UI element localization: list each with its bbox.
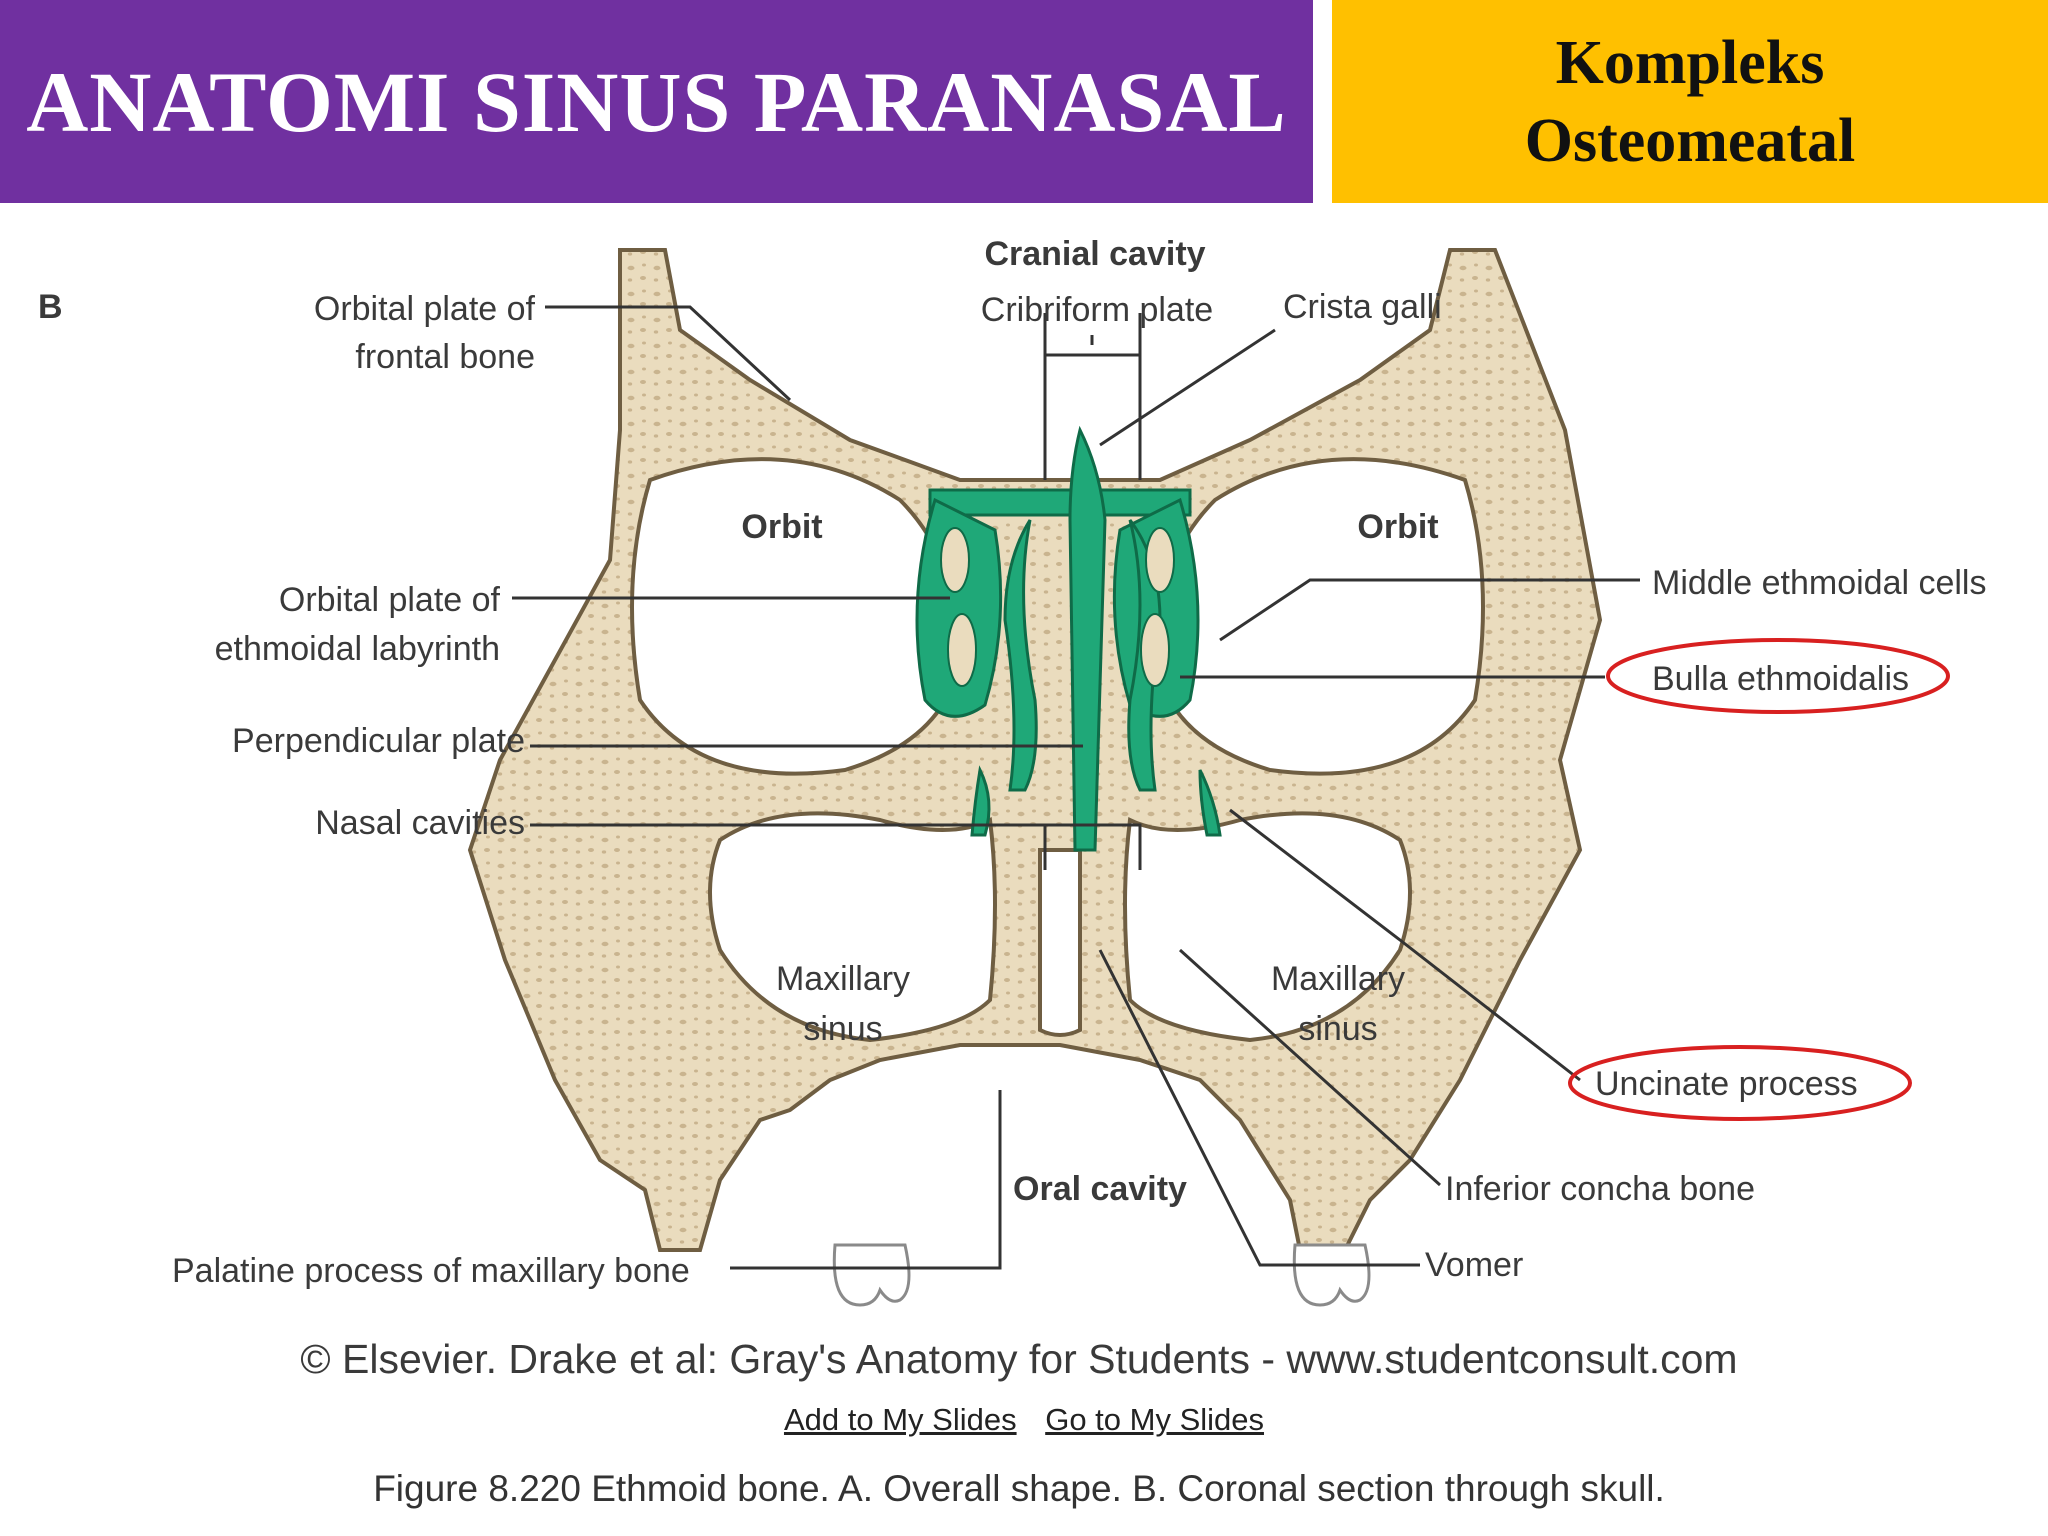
uncinate-process-highlight bbox=[1568, 1045, 1912, 1121]
label-vomer: Vomer bbox=[1425, 1246, 1523, 1284]
label-nasal-cavities: Nasal cavities bbox=[315, 804, 525, 842]
label-uncinate-process: Uncinate process bbox=[1595, 1065, 1858, 1103]
label-orbit-right: Orbit bbox=[1357, 508, 1438, 546]
label-maxillary-sinus-right-2: sinus bbox=[1298, 1010, 1377, 1048]
add-to-my-slides-link[interactable]: Add to My Slides bbox=[783, 1402, 1017, 1437]
bulla-ethmoidalis-highlight bbox=[1606, 638, 1950, 714]
figure-labels: B Cranial cavity Cribriform plate Crista… bbox=[38, 235, 1987, 1290]
leader-lines bbox=[512, 305, 1640, 1270]
slide-title: ANATOMI SINUS PARANASAL bbox=[26, 53, 1287, 150]
label-maxillary-sinus-left-1: Maxillary bbox=[776, 960, 910, 998]
label-cribriform-plate: Cribriform plate bbox=[981, 291, 1213, 329]
title-bar: ANATOMI SINUS PARANASAL bbox=[0, 0, 1313, 203]
label-oral-cavity: Oral cavity bbox=[1013, 1170, 1187, 1208]
label-perpendicular-plate: Perpendicular plate bbox=[232, 722, 525, 760]
label-maxillary-sinus-right-1: Maxillary bbox=[1271, 960, 1405, 998]
figure-caption: Figure 8.220 Ethmoid bone. A. Overall sh… bbox=[373, 1468, 1665, 1509]
label-palatine-process: Palatine process of maxillary bone bbox=[172, 1252, 690, 1290]
go-to-my-slides-link[interactable]: Go to My Slides bbox=[1045, 1402, 1265, 1437]
label-crista-galli: Crista galli bbox=[1283, 288, 1442, 326]
slide-links: Add to My Slides Go to My Slides bbox=[0, 1402, 2048, 1438]
panel-letter: B bbox=[38, 288, 63, 326]
figure-credit: © Elsevier. Drake et al: Gray's Anatomy … bbox=[300, 1336, 1738, 1382]
label-orbital-plate-ethmoid-2: ethmoidal labyrinth bbox=[215, 630, 500, 668]
label-orbital-plate-frontal-2: frontal bone bbox=[355, 338, 535, 376]
label-bulla-ethmoidalis: Bulla ethmoidalis bbox=[1652, 660, 1909, 698]
topic-tag-line-2: Osteomeatal bbox=[1524, 106, 1856, 175]
topic-tag: Kompleks Osteomeatal bbox=[1332, 0, 2048, 203]
topic-tag-line-1: Kompleks bbox=[1555, 28, 1825, 97]
label-orbit-left: Orbit bbox=[741, 508, 822, 546]
teeth bbox=[832, 1243, 1371, 1307]
label-middle-ethmoidal-cells: Middle ethmoidal cells bbox=[1652, 564, 1987, 602]
label-orbital-plate-frontal-1: Orbital plate of bbox=[314, 290, 536, 328]
label-cranial-cavity: Cranial cavity bbox=[984, 235, 1205, 273]
highlight-ellipses bbox=[1568, 638, 1950, 1121]
label-maxillary-sinus-left-2: sinus bbox=[803, 1010, 882, 1048]
label-inferior-concha: Inferior concha bone bbox=[1445, 1170, 1755, 1208]
label-orbital-plate-ethmoid-1: Orbital plate of bbox=[279, 581, 501, 619]
